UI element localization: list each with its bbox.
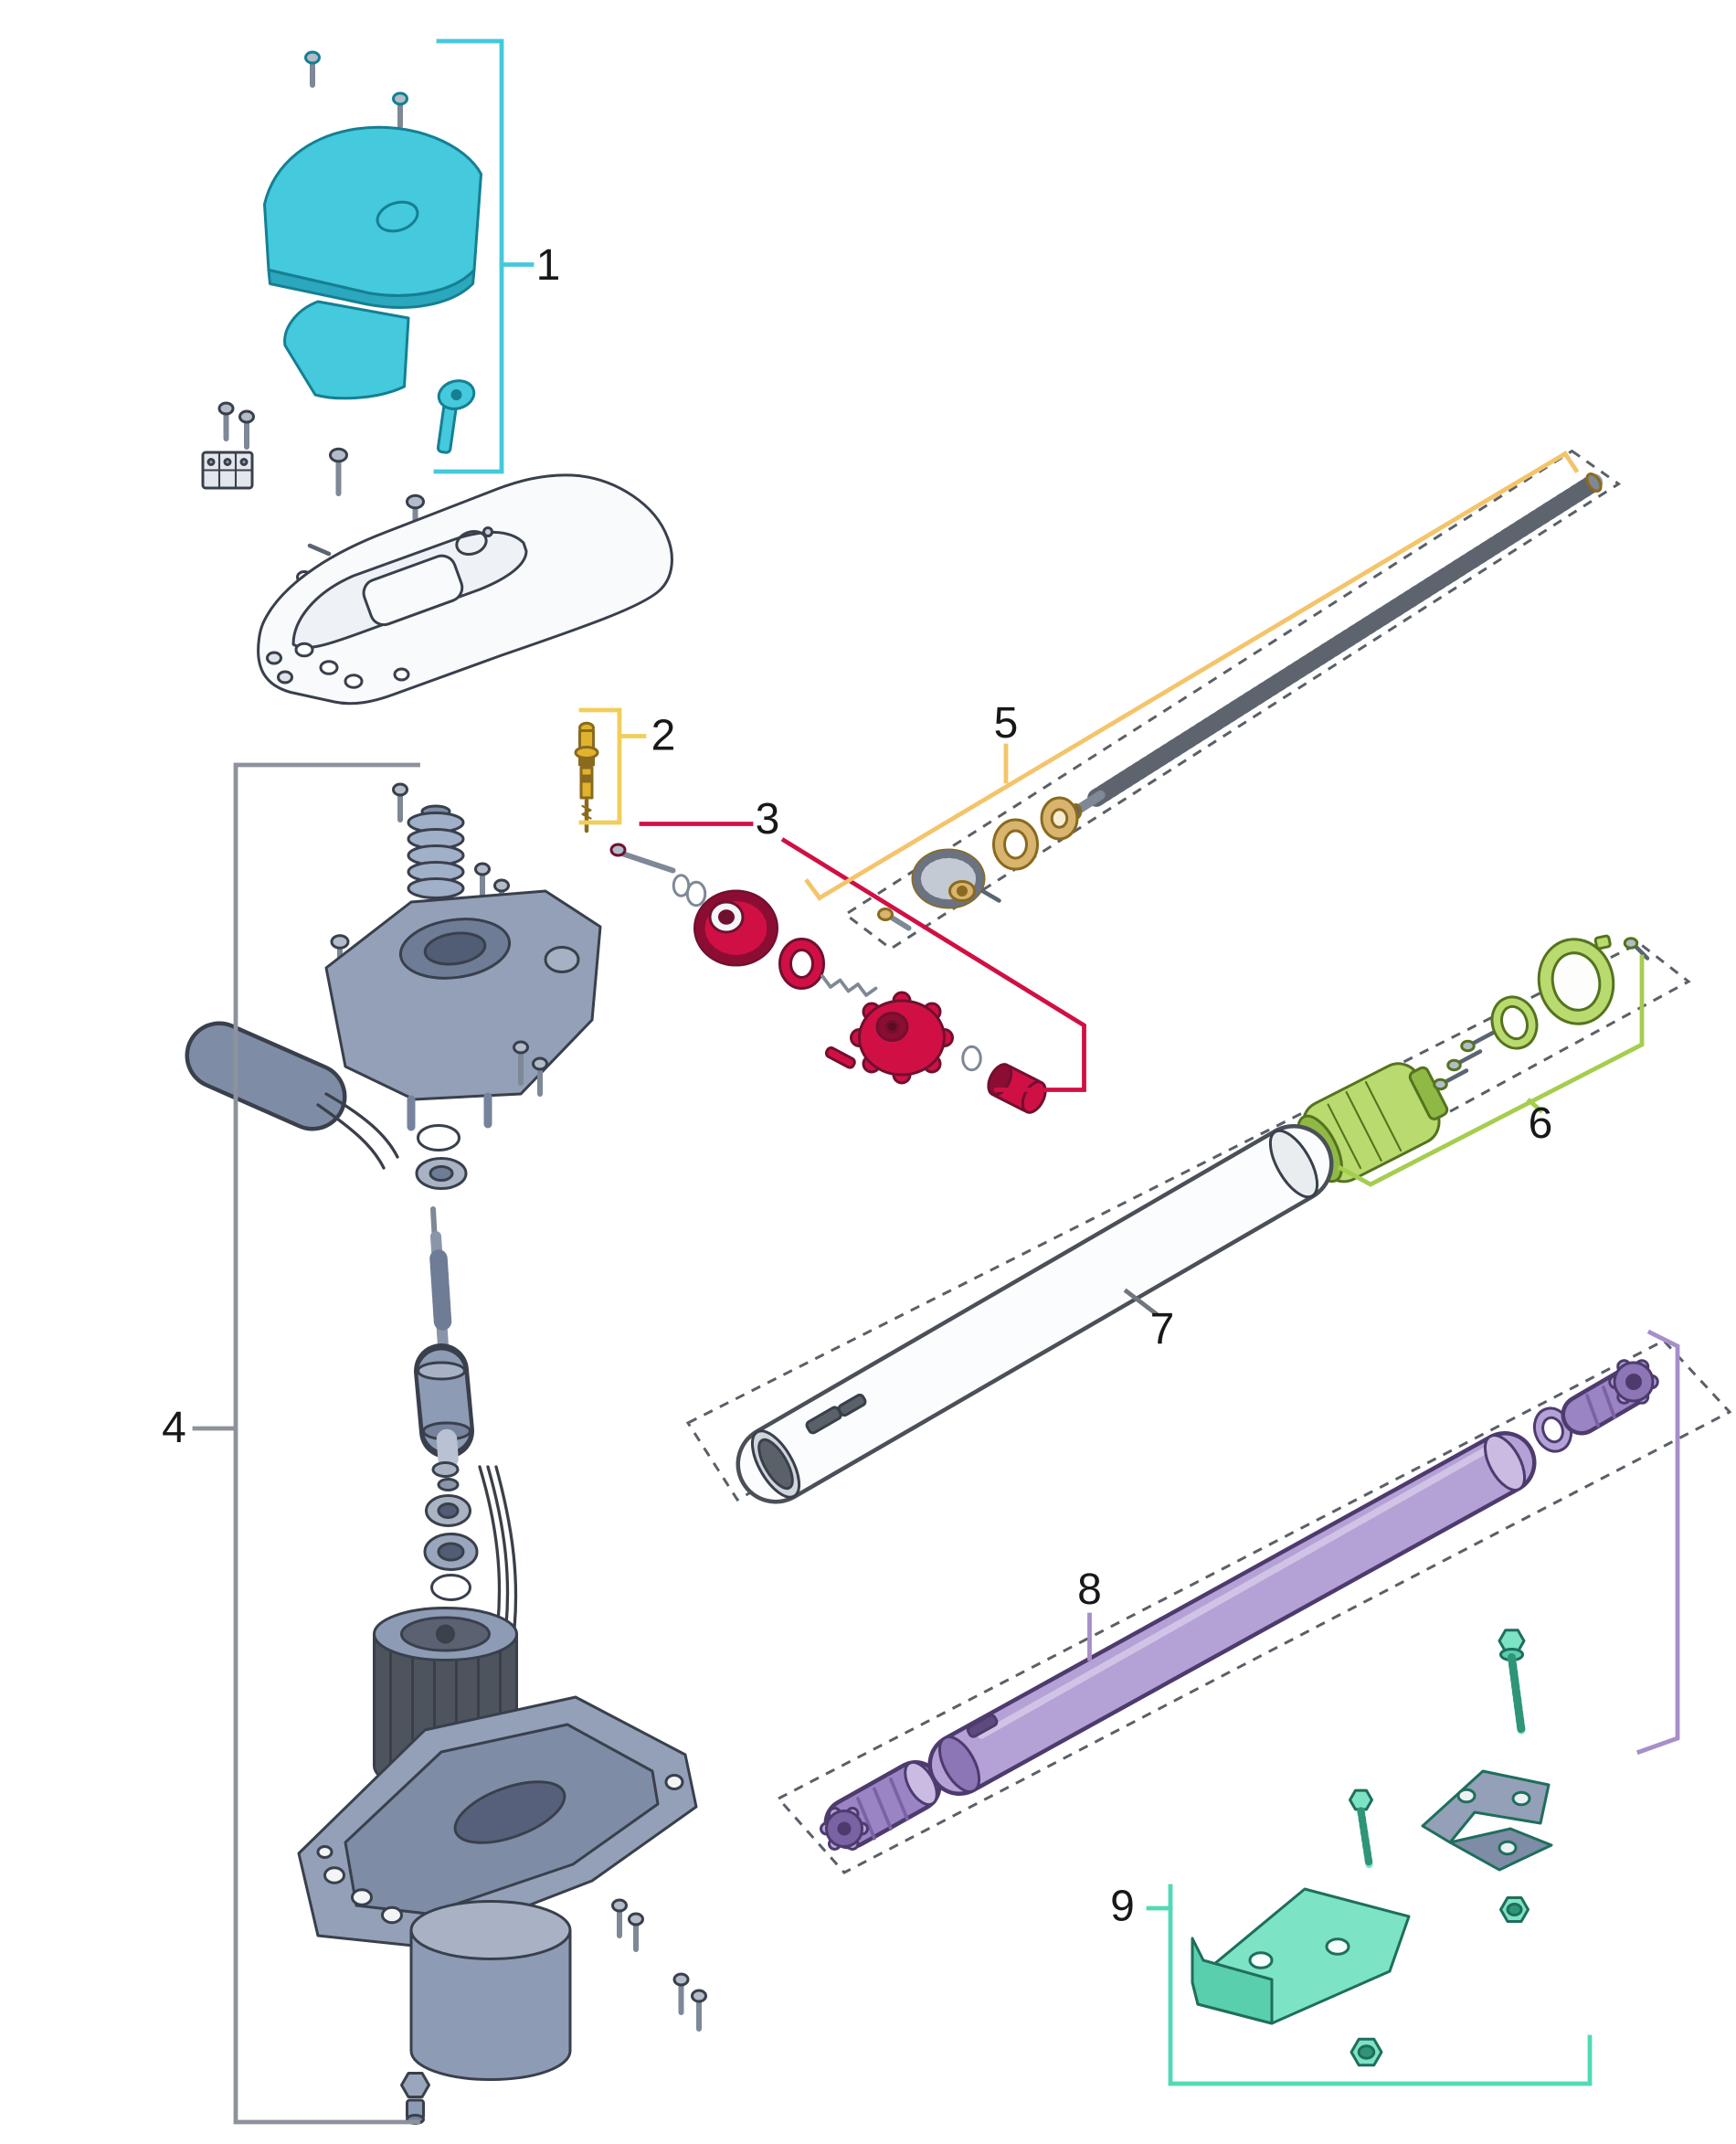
group-5-label: 5 [994, 699, 1019, 748]
fork-bracket [1421, 1769, 1553, 1872]
group-3-label: 3 [756, 795, 780, 844]
o-ring [1490, 995, 1539, 1050]
group-4-bracket [192, 762, 420, 2125]
dashed-outlines [685, 449, 1732, 1874]
bearing [423, 1494, 479, 1601]
group-6-bracket [1337, 954, 1645, 1187]
screw-icon [303, 50, 408, 129]
group-7-bracket [1123, 1288, 1159, 1317]
gearbox-housing [324, 889, 602, 1131]
group-5-bracket [804, 451, 1580, 901]
cover-recess [362, 554, 464, 627]
washer [961, 1045, 982, 1072]
thrust-washer [1040, 796, 1079, 841]
bellows [407, 804, 465, 899]
group-3 [609, 822, 1086, 1114]
cover-emblem [376, 200, 419, 233]
retaining-ring [416, 1124, 460, 1152]
group-1-parts [262, 50, 482, 454]
terminal-block [201, 451, 254, 490]
controller-base-assembly [201, 401, 673, 706]
bearing-ring [778, 938, 825, 990]
group-labels: 1 2 3 4 5 6 7 8 9 [162, 241, 1552, 1931]
bolt [1498, 1629, 1526, 1735]
mounting-bracket [1191, 1887, 1411, 2025]
end-bushing [1561, 1359, 1659, 1436]
ring-cap [1537, 934, 1615, 1025]
screw-icon [610, 1898, 707, 2032]
bearing-ring [991, 818, 1039, 871]
group-2 [574, 707, 647, 833]
worm-shaft [429, 1206, 452, 1365]
bolt [1348, 1788, 1373, 1869]
spring [820, 974, 878, 997]
inner-tube [736, 1124, 1334, 1504]
group-3-parts [609, 843, 1047, 1114]
screw-icon [876, 888, 1001, 931]
group-9 [1146, 1629, 1593, 2086]
group-4-parts [185, 782, 707, 2125]
top-cover [262, 125, 482, 297]
screw-icon [1623, 937, 1650, 961]
outer-tube [927, 1431, 1537, 1796]
dowel-pin [824, 1046, 856, 1069]
group-8-label: 8 [1077, 1566, 1102, 1614]
screw-icon [391, 782, 408, 823]
front-attachment [819, 1760, 942, 1851]
dashed-box-inner-tube [685, 941, 1691, 1502]
group-2-parts [574, 721, 599, 833]
group-8-parts [819, 1359, 1659, 1851]
inner-cover [283, 300, 410, 400]
tube-slot [837, 1393, 867, 1417]
group-4-label: 4 [162, 1404, 186, 1452]
group-6-parts [1297, 934, 1650, 1183]
nut [1350, 2037, 1383, 2067]
group-4 [185, 762, 707, 2125]
group-7 [736, 1124, 1334, 1504]
group-9-parts [1191, 1629, 1553, 2067]
group-1 [262, 38, 535, 474]
group-1-label: 1 [536, 241, 561, 290]
release-pin [574, 721, 599, 833]
group-8 [819, 1329, 1680, 1851]
washer [431, 1461, 460, 1478]
washer [437, 1478, 460, 1491]
group-3-bracket [639, 822, 1086, 1092]
logo-oval [455, 530, 488, 556]
bevel-gear [911, 848, 986, 909]
pin-bolt [609, 843, 676, 874]
group-9-bracket [1146, 1884, 1593, 2086]
group-8-bracket [1087, 1329, 1680, 1756]
dashed-box-leadscrew [842, 449, 1622, 950]
lead-screw [1069, 472, 1604, 820]
group-1-bracket [433, 38, 535, 474]
motor-can [399, 1900, 572, 2125]
clutch-hub [849, 991, 954, 1085]
group-2-bracket [578, 707, 647, 825]
armature [413, 1343, 474, 1470]
group-5-parts [876, 472, 1604, 931]
group-6-label: 6 [1529, 1099, 1553, 1148]
release-key [436, 379, 476, 454]
dashed-box-outer-tube [776, 1339, 1732, 1874]
washer [685, 880, 707, 907]
group-9-label: 9 [1110, 1882, 1135, 1930]
drive-gear [693, 889, 778, 967]
nut [399, 2071, 430, 2099]
bearing [415, 1157, 468, 1190]
nut [1498, 1895, 1530, 1924]
group-2-label: 2 [651, 712, 676, 760]
top-cover-edge [267, 269, 476, 309]
group-5 [804, 451, 1604, 931]
screw-icon [1433, 1030, 1497, 1091]
screw-icon [217, 401, 255, 450]
group-7-label: 7 [1150, 1305, 1175, 1353]
base-housing [297, 1695, 698, 1948]
group-6 [1297, 934, 1650, 1187]
